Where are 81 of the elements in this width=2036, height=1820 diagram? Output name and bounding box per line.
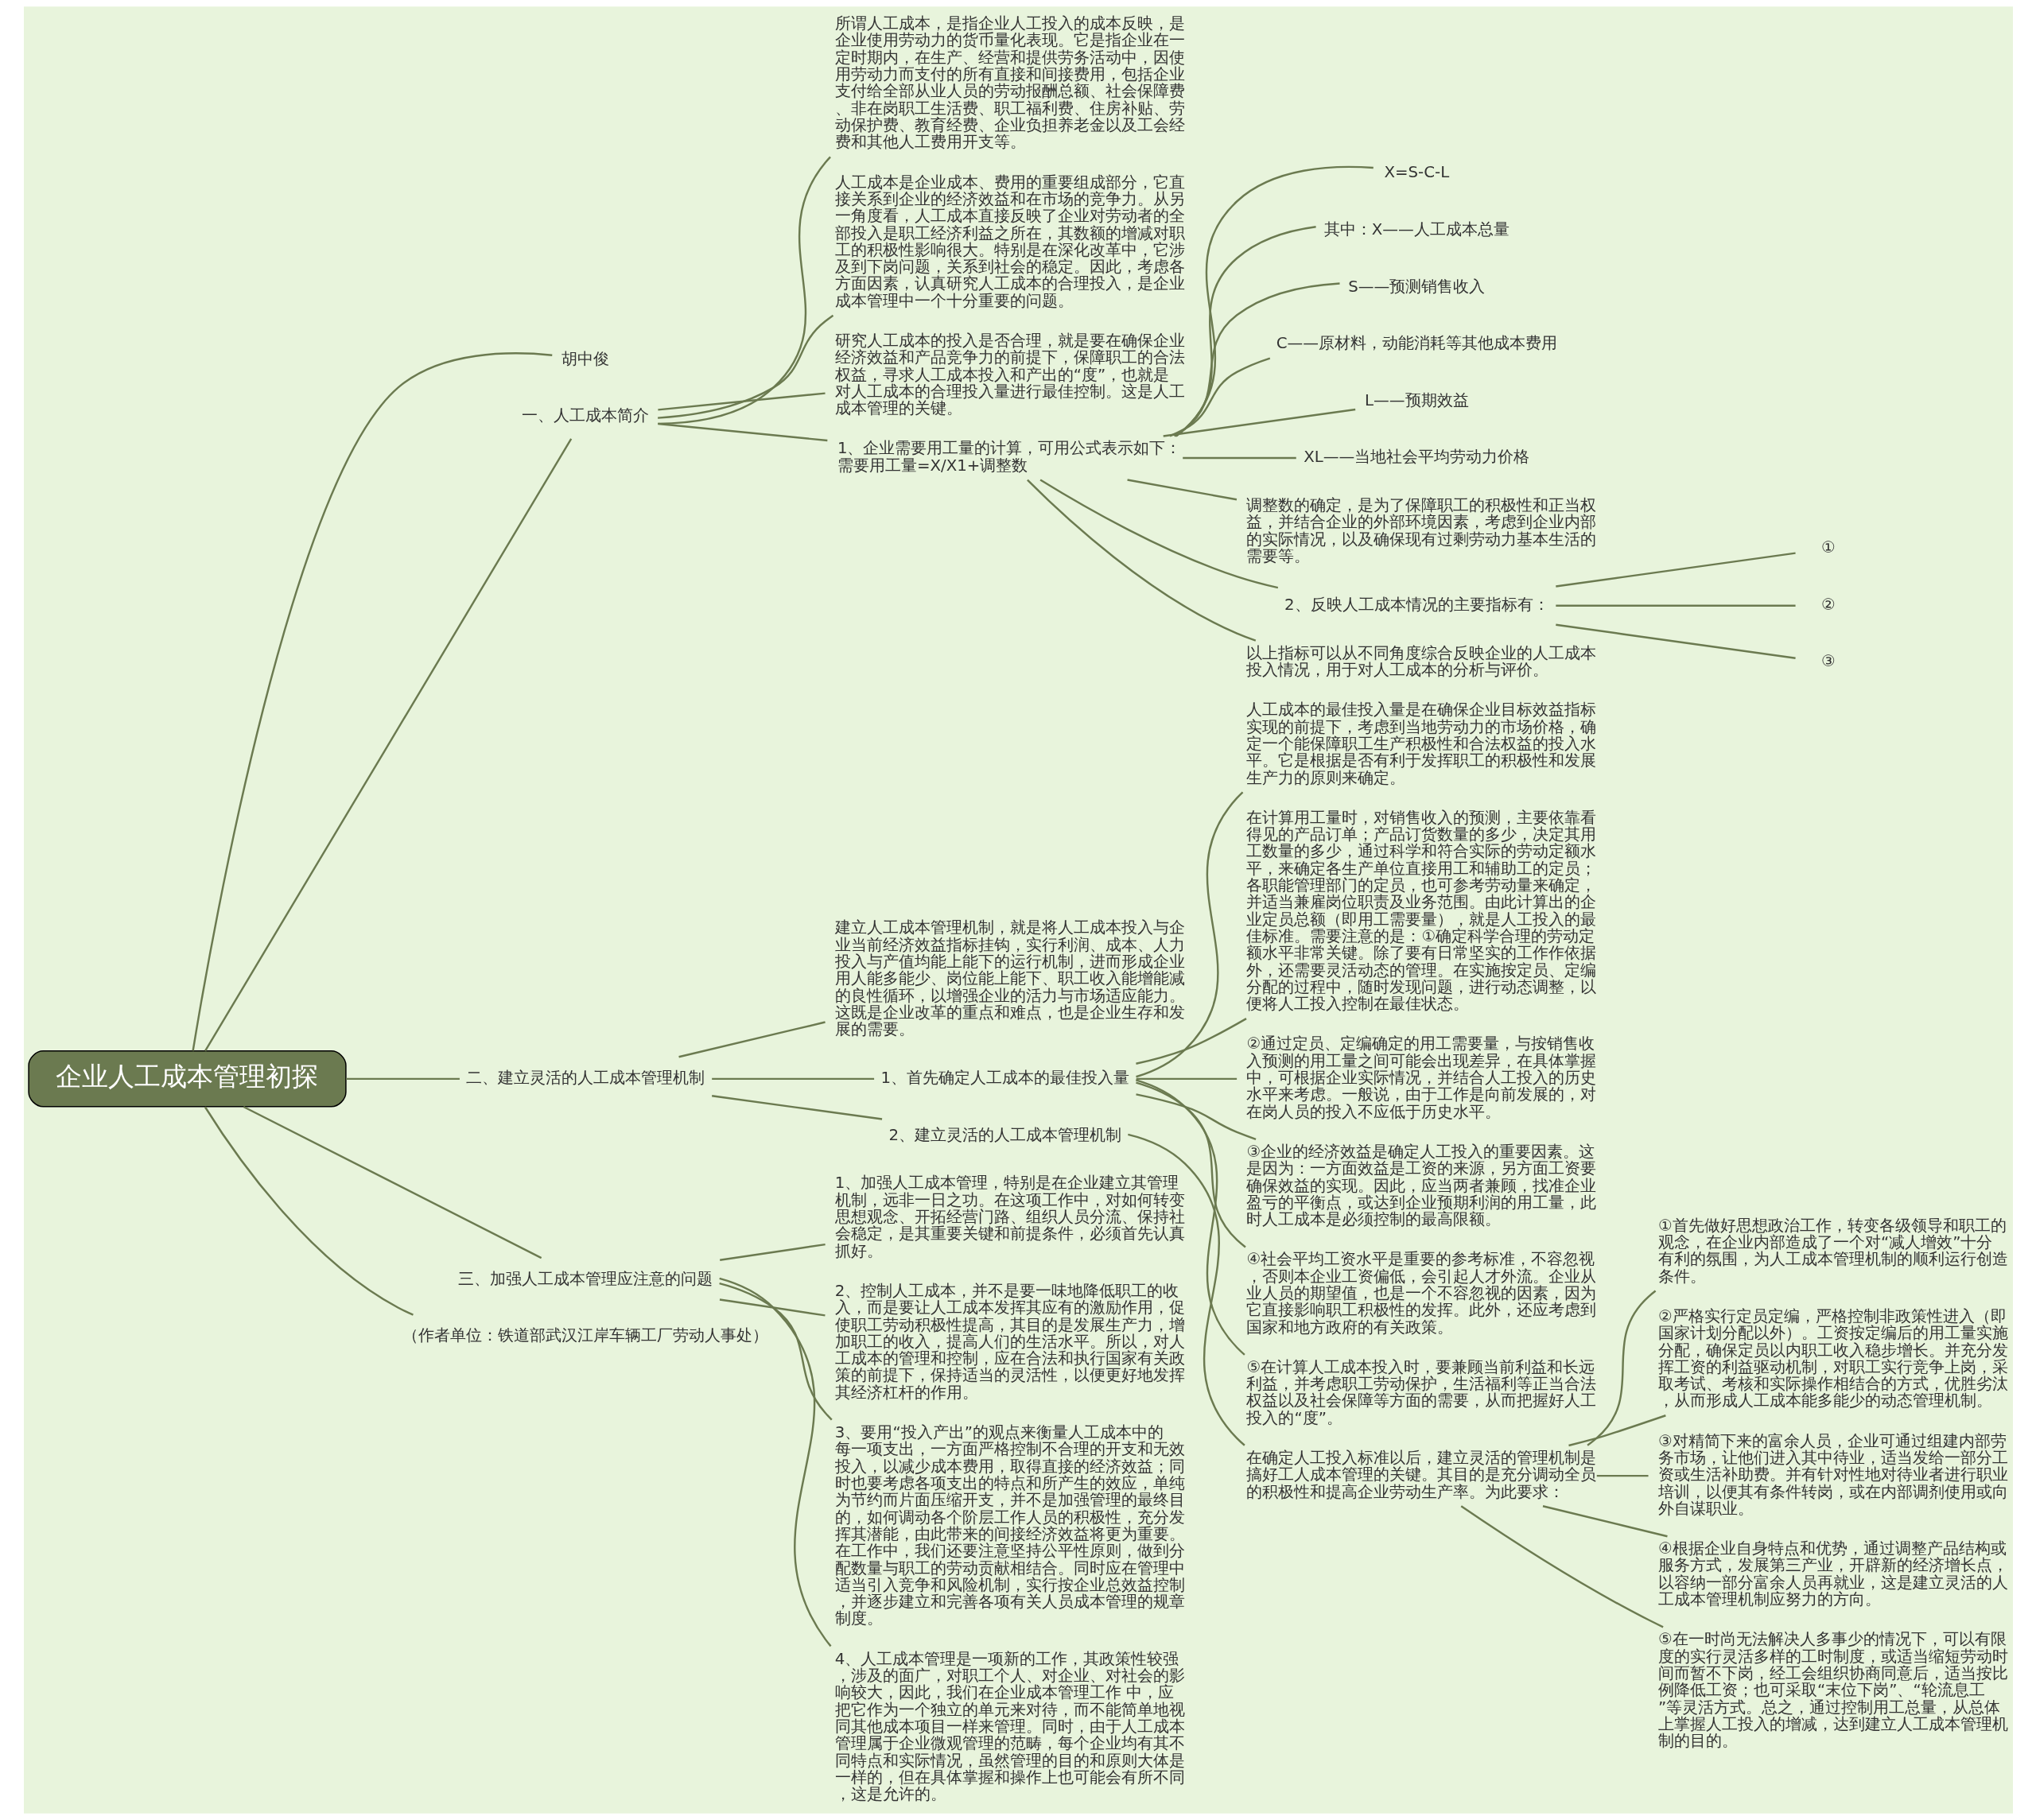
node-text: ②	[1820, 595, 1836, 614]
node-text: 1、首先确定人工成本的最佳投入量	[880, 1069, 1129, 1088]
connector	[1174, 226, 1316, 437]
connector	[191, 352, 552, 1051]
connector	[1542, 1505, 1668, 1538]
connector	[1135, 1018, 1247, 1065]
connector	[718, 1282, 833, 1421]
connector	[1136, 1077, 1237, 1081]
connector	[711, 1095, 882, 1120]
node-text: 建立人工成本管理机制，就是将人工成本投入与企业当前经济效益指标挂钩，实行利润、成本、人力投入与产值均能上能下的运行机制，进而形成企业用人能多能少、岗位能上能下、职工收入能增能减的良性循环，以增强企业的活力与市场适应能力。这既是企业改革的重点和难点，也是企业生存和发展的需要。	[834, 918, 1185, 1039]
connector	[1039, 479, 1278, 589]
node-text: 三、加强人工成本管理应注意的问题	[457, 1269, 713, 1288]
node-text: ②通过定员、定编确定的用工需要量，与按销售收入预测的用工量之间可能会出现差异，在具体掌握中，可根据企业实际情况，并结合人工投入的历史水平来考虑。一般说，由于工作是向前发展的，对在岗人员的投入不应低于历史水平。	[1245, 1034, 1596, 1121]
connector	[719, 1243, 826, 1261]
connector	[1127, 1133, 1245, 1446]
connector	[1135, 1079, 1245, 1356]
node-text: ③企业的经济效益是确定人工投入的重要因素。这是因为：一方面效益是工资的来源，另方面工资要确保效益的实现。因此，应当两者兼顾，找准企业盈亏的平衡点，或达到企业预期利润的用工量，此时人工成本是必须控制的最高限额。	[1245, 1142, 1596, 1229]
connector	[1555, 552, 1796, 588]
node-text: 研究人工成本的投入是否合理，就是要在确保企业经济效益和产品竞争力的前提下，保障职工的合法权益，寻求人工成本投入和产出的“度”，也就是对人工成本的合理投入量进行最佳控制。这是人工成本管理的关键。	[834, 332, 1185, 418]
connector	[1135, 1081, 1246, 1248]
node-text: X=S-C-L	[1383, 163, 1449, 182]
node-text: 二、建立灵活的人工成本管理机制	[465, 1069, 705, 1088]
node-text: 一、人工成本简介	[521, 406, 649, 425]
node-text: 在计算用工量时，对销售收入的预测，主要依靠看得见的产品订单；产品订货数量的多少，决定其用工数量的多少，通过科学和符合实际的劳动定额水平，来确定各生产单位直接用工和辅助工的定员；各职能管理部门的定员，也可参考劳动量来确定，并适当兼雇岗位职责及业务范围。由此计算出的企业定员总额（即用工需要量），就是人工投入的最佳标准。需要注意的是：①确定科学合理的劳动定额水平非常关键。除了要有日常坚实的工作作依据外，还需要灵活动态的管理。在实施按定员、定编分配的过程中，随时发现问题，进行动态调整，以便将人工投入控制在最佳状态。	[1245, 808, 1596, 1014]
node-text: C——原材料，动能消耗等其他成本费用	[1276, 334, 1557, 353]
node-text: ③对精简下来的富余人员，企业可通过组建内部劳务市场，让他们进入其中待业，适当发给一部分工资或生活补助费。并有针对性地对待业者进行职业培训，以便其有条件转岗，或在内部调剂使用或向外自谋职业。	[1657, 1431, 2008, 1518]
node-box: 企业人工成本管理初探	[27, 1050, 347, 1108]
node-text: ①	[1820, 538, 1836, 557]
connector	[678, 1021, 826, 1058]
connector	[1026, 479, 1256, 642]
node-text: 1、加强人工成本管理，特别是在企业建立其管理机制，远非一日之功。在这项工作中，对如何转变思想观念、开拓经营门路、组织人员分流、保持社会稳定，是其重要关键和前提条件，必须首先认真抓好。	[834, 1174, 1185, 1260]
connector	[1163, 408, 1355, 437]
node-text: XL——当地社会平均劳动力价格	[1303, 448, 1529, 467]
connector	[1568, 1414, 1666, 1447]
connector	[657, 156, 831, 425]
node-text: ④社会平均工资水平是重要的参考标准，不容忽视，否则本企业工资偏低，会引起人才外流。企业从业人员的期望值，也是一个不容忽视的因素，因为它直接影响职工积极性的发挥。此外，还应考虑到国家和地方政府的有关政策。	[1245, 1250, 1596, 1337]
connector	[243, 1105, 542, 1259]
node-text: S——预测销售收入	[1347, 277, 1485, 296]
node-text: 所谓人工成本，是指企业人工投入的成本反映，是企业使用劳动力的货币量化表现。它是指企业在一定时期内，在生产、经营和提供劳务活动中，因使用劳动力而支付的所有直接和间接费用，包括企业支付给全部从业人员的劳动报酬总额、社会保障费、非在岗职工生活费、职工福利费、住房补贴、劳动保护费、教育经费、企业负担养老金以及工会经费和其他人工费用开支等。	[834, 14, 1185, 152]
connector	[1586, 1290, 1656, 1446]
node-text: 以上指标可以从不同角度综合反映企业的人工成本投入情况，用于对人工成本的分析与评价。	[1245, 643, 1596, 680]
connector	[1460, 1505, 1664, 1628]
connector	[1135, 791, 1243, 1078]
connector	[1169, 357, 1270, 437]
node-text: ③	[1820, 652, 1836, 671]
connector	[719, 1298, 826, 1317]
node-text: ⑤在计算人工成本投入时，要兼顾当前利益和长远利益，并考虑职工劳动保护，生活福利等正当合法权益以及社会保障等方面的需要，从而把握好人工投入的“度”。	[1245, 1357, 1596, 1427]
connector	[1596, 1474, 1649, 1477]
connector	[657, 314, 833, 419]
node-text: 2、建立灵活的人工成本管理机制	[888, 1125, 1121, 1144]
connector	[1173, 282, 1340, 437]
connector	[718, 1277, 831, 1647]
node-text: 人工成本的最佳投入量是在确保企业目标效益指标实现的前提下，考虑到当地劳动力的市场价格，确定一个能保障职工生产积极性和合法权益的投入水平。它是根据是否有利于发挥职工的积极性和发展生产力的原则来确定。	[1245, 700, 1596, 787]
connector	[345, 1077, 460, 1081]
node-text: L——预期效益	[1364, 390, 1469, 409]
node-text: ⑤在一时尚无法解决人多事少的情况下，可以有限度的实行灵活多样的工时制度，或适当缩短劳动时间而暂不下岗，经工会组织协商同意后，适当按比例降低工资；也可采取“末位下岗”、“轮流息工”等灵活方式。总之，通过控制用工总量，从总体上掌握人工投入的增减，达到建立人工成本管理机制的目的。	[1657, 1630, 2008, 1751]
connector	[657, 392, 826, 411]
connector	[1175, 165, 1374, 437]
node-text: ②严格实行定员定编，严格控制非政策性进入（即国家计划分配以外）。工资按定编后的用工量实施分配，确保定员以内职工收入稳步增长。并充分发挥工资的利益驱动机制，对职工实行竞争上岗，采取考试、考核和实际操作相结合的方式，优胜劣汰，从而形成人工成本能多能少的动态管理机制。	[1657, 1306, 2008, 1411]
node-text: 其中：X——人工成本总量	[1323, 219, 1510, 239]
connector	[1555, 623, 1796, 659]
node-text: ①首先做好思想政治工作，转变各级领导和职工的观念，在企业内部造成了一个对“减人增效”十分有利的氛围，为人工成本管理机制的顺利运行创造条件。	[1657, 1216, 2008, 1286]
connector	[1126, 479, 1237, 501]
connector	[1182, 456, 1296, 460]
connector	[204, 438, 572, 1052]
connector	[1555, 604, 1796, 607]
node-text: （作者单位：铁道部武汉江岸车辆工厂劳动人事处）	[402, 1326, 768, 1345]
connector	[204, 1106, 414, 1316]
node-text: 2、控制人工成本，并不是要一味地降低职工的收入，而是要让人工成本发挥其应有的激励作用，促使职工劳动积极性提高，其目的是发展生产力，增加职工的收入，提高人们的生活水平。所以，对人工成本的管理和控制，应在合法和执行国家有关政策的前提下，保持适当的灵活性，以便更好地发挥其经济杠杆的作用。	[834, 1281, 1185, 1402]
node-text: 2、反映人工成本情况的主要指标有：	[1284, 595, 1549, 614]
node-text: 3、要用“投入产出”的观点来衡量人工成本中的每一项支出，一方面严格控制不合理的开支和无效投入，以减少成本费用，取得直接的经济效益；同时也要考虑各项支出的特点和所产生的效应，单纯为节约而片面压缩开支，并不是加强管理的最终目的，如何调动各个阶层工作人员的积极性，充分发挥其潜能，由此带来的间接经济效益将更为重要。在工作中，我们还要注意坚持公平性原则，做到分配数量与职工的劳动贡献相结合。同时应在管理中适当引入竞争和风险机制，实行按企业总效益控制，并逐步建立和完善各项有关人员成本管理的规章制度。	[834, 1423, 1185, 1628]
connector	[1135, 1093, 1256, 1140]
node-text: 4、人工成本管理是一项新的工作，其政策性较强，涉及的面广，对职工个人、对企业、对社会的影响较大，因此，我们在企业成本管理工作 中，应把它作为一个独立的单元来对待，而不能简单地视同其他成本项目一样来管理。同时，由于人工成本管理属于企业微观管理的范畴，每个企业均有其不同特点和实际情况，虽然管理的目的和原则大体是一样的，但在具体掌握和操作上也可能会有所不同，这是允许的。	[834, 1649, 1185, 1804]
node-text: ④根据企业自身特点和优势，通过调整产品结构或服务方式，发展第三产业，开辟新的经济增长点，以容纳一部分富余人员再就业，这是建立灵活的人工成本管理机制应努力的方向。	[1657, 1539, 2008, 1609]
connector	[657, 422, 827, 442]
node-text: 胡中俊	[561, 349, 609, 368]
node-text: 调整数的确定，是为了保障职工的积极性和正当权益，并结合企业的外部环境因素，考虑到企业内部的实际情况，以及确保现有过剩劳动力基本生活的需要等。	[1245, 496, 1596, 565]
node-text: 1、企业需要用工量的计算，可用公式表示如下：需要用工量=X/X1+调整数	[837, 439, 1182, 475]
node-text: 在确定人工投入标准以后，建立灵活的管理机制是搞好工人成本管理的关键。其目的是充分调动全员的积极性和提高企业劳动生产率。为此要求：	[1245, 1449, 1596, 1501]
node-text: 人工成本是企业成本、费用的重要组成部分，它直接关系到企业的经济效益和在市场的竞争力。从另一角度看，人工成本直接反映了企业对劳动者的全部投入是职工经济利益之所在，其数额的增减对职工的积极性影响很大。特别是在深化改革中，它涉及到下岗问题，关系到社会的稳定。因此，考虑各方面因素，认真研究人工成本的合理投入，是企业成本管理中一个十分重要的问题。	[834, 173, 1185, 310]
connector	[711, 1077, 874, 1081]
